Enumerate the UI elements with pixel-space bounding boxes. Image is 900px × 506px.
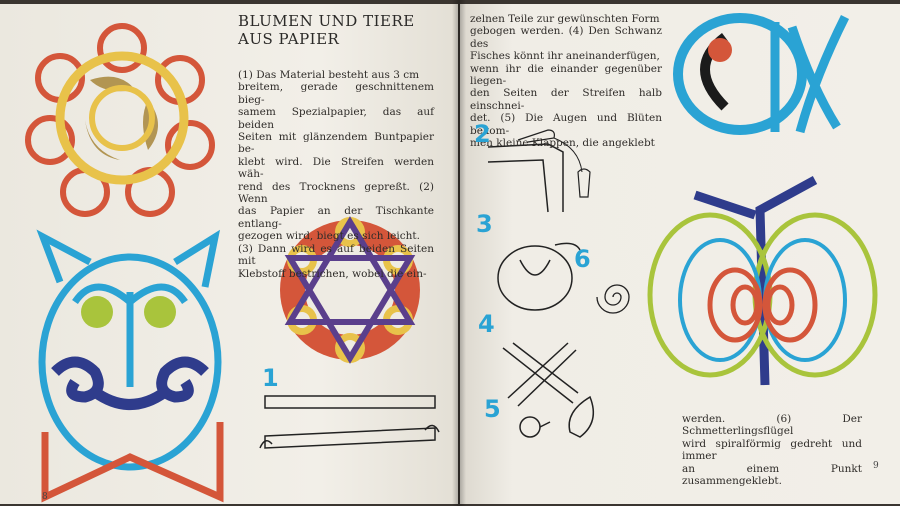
paper-wreath-illustration xyxy=(280,216,420,364)
text-line: rend des Trocknens gepreßt. (2) Wenn xyxy=(238,180,434,206)
step-number-2: 2 xyxy=(474,120,491,148)
step-number-6: 6 xyxy=(574,245,591,273)
text-line: gebogen werden. (4) Den Schwanz des xyxy=(470,25,662,50)
step-1-strips-diagram xyxy=(259,395,440,449)
text-line: klebt wird. Die Streifen werden wäh- xyxy=(238,155,434,181)
step-number-5: 5 xyxy=(484,395,501,423)
paper-owl-illustration xyxy=(36,229,224,503)
text-line: men kleine Klappen, die angeklebt xyxy=(470,137,655,150)
step-3-ring-diagram xyxy=(497,242,581,311)
text-line: zelnen Teile zur gewünschten Form xyxy=(470,13,660,25)
text-line: wird spiralförmig gedreht und immer xyxy=(682,437,862,463)
text-line: das Papier an der Tischkante entlang- xyxy=(238,205,434,230)
text-line: wenn ihr die einander gegenüber liegen- xyxy=(470,62,662,88)
step-number-4: 4 xyxy=(478,310,495,338)
text-line: (3) Dann wird es auf beiden Seiten mit xyxy=(238,242,434,268)
book-gutter xyxy=(452,0,466,506)
text-line: det. (5) Die Augen und Blüten bekom- xyxy=(470,112,662,137)
page-number-right: 9 xyxy=(873,461,879,471)
step-6-spiral-diagram xyxy=(596,284,630,314)
text-line: breitem, gerade geschnittenem bieg- xyxy=(238,81,434,106)
text-line: gezogen wird, biegt es sich leicht. xyxy=(238,230,420,243)
right-text-column: zelnen Teile zur gewünschten Form geboge… xyxy=(470,13,662,149)
text-line: (1) Das Material besteht aus 3 cm xyxy=(238,69,420,81)
step-2-pulling-diagram xyxy=(487,129,591,213)
paper-fish-illustration xyxy=(673,13,850,135)
text-line: Seiten mit glänzendem Buntpapier be- xyxy=(238,131,434,156)
page-number-left: 8 xyxy=(42,492,48,502)
left-text-column: (1) Das Material besteht aus 3 cm breite… xyxy=(238,69,434,280)
text-line: Fisches könnt ihr aneinanderfügen, xyxy=(470,50,660,63)
step-5-eye-petal-diagram xyxy=(519,395,595,438)
step-number-1: 1 xyxy=(262,364,279,392)
step-4-tail-diagram xyxy=(502,342,579,407)
text-line: samem Spezialpapier, das auf beiden xyxy=(238,106,434,131)
paper-flower-illustration xyxy=(25,23,215,217)
heading-line: BLUMEN UND TIERE xyxy=(238,12,415,30)
text-line: werden. (6) Der Schmetterlingsflügel xyxy=(682,413,862,438)
step-number-3: 3 xyxy=(476,210,493,238)
text-line: an einem Punkt zusammengeklebt. xyxy=(682,462,862,488)
text-line: den Seiten der Streifen halb einschnei- xyxy=(470,87,662,112)
page-heading: BLUMEN UND TIERE AUS PAPIER xyxy=(238,12,438,48)
text-line: Klebstoff bestrichen, wobei die ein- xyxy=(238,267,427,280)
paper-butterfly-illustration xyxy=(647,176,878,386)
heading-line: AUS PAPIER xyxy=(238,30,340,48)
butterfly-caption: werden. (6) Der Schmetterlingsflügel wir… xyxy=(682,413,862,487)
